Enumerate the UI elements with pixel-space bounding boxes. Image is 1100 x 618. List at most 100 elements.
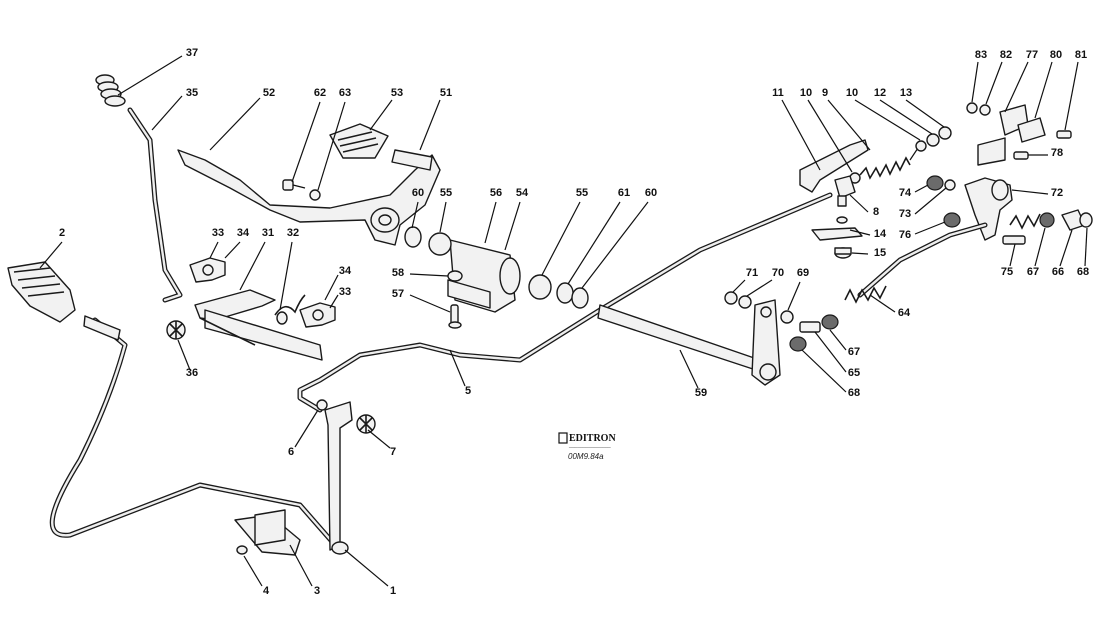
- callout-label: 80: [1050, 49, 1062, 61]
- leader-line: [209, 97, 261, 151]
- callout-60: 60: [411, 187, 424, 229]
- callout-1: 1: [344, 549, 396, 597]
- clip-33b: [299, 302, 336, 328]
- callout-label: 31: [262, 227, 274, 239]
- callout-31: 31: [239, 227, 274, 291]
- callout-64: 64: [869, 294, 911, 319]
- callout-68: 68: [1077, 227, 1089, 278]
- callout-label: 13: [900, 87, 912, 99]
- leader-line: [324, 274, 339, 301]
- leader-line: [1034, 61, 1053, 119]
- rod-64: [844, 213, 1041, 304]
- callout-label: 61: [618, 187, 630, 199]
- callout-label: 52: [263, 87, 275, 99]
- tube-54: [447, 239, 521, 313]
- callout-label: 77: [1026, 49, 1038, 61]
- clip-33a: [189, 257, 226, 283]
- callout-label: 67: [848, 346, 860, 358]
- callout-52: 52: [209, 87, 275, 151]
- leader-line: [243, 555, 263, 587]
- callout-33: 33: [329, 286, 351, 309]
- nut-15: [834, 247, 852, 259]
- leader-line: [787, 281, 801, 311]
- callout-label: 70: [772, 267, 784, 279]
- callout-14: 14: [849, 228, 887, 240]
- callout-label: 76: [899, 229, 911, 241]
- callout-label: 10: [800, 87, 812, 99]
- plates-77-80: [977, 104, 1046, 166]
- callout-label: 63: [339, 87, 351, 99]
- lever-assembly-51: [177, 149, 441, 246]
- callout-57: 57: [392, 288, 451, 313]
- leader-line: [851, 252, 869, 255]
- callout-label: 32: [287, 227, 299, 239]
- callout-label: 66: [1052, 266, 1064, 278]
- callout-51: 51: [419, 87, 452, 151]
- callout-78: 78: [1028, 147, 1063, 159]
- callout-label: 8: [873, 206, 879, 218]
- small-parts-right: [789, 102, 1093, 352]
- callout-label: 34: [339, 265, 352, 277]
- callout-label: 71: [746, 267, 758, 279]
- callout-61: 61: [567, 187, 630, 285]
- leader-line: [369, 99, 393, 131]
- bracket-3: [234, 509, 301, 556]
- callout-label: 15: [874, 247, 886, 259]
- leader-line: [177, 339, 191, 371]
- leader-line: [807, 99, 853, 173]
- callout-34: 34: [224, 227, 250, 259]
- leader-line: [905, 99, 945, 128]
- leader-line: [289, 544, 313, 587]
- leader-line: [914, 187, 947, 215]
- leader-line: [279, 241, 293, 311]
- leader-line: [854, 99, 921, 141]
- callout-label: 57: [392, 288, 404, 300]
- callout-54: 54: [504, 187, 529, 251]
- callout-75: 75: [1001, 243, 1016, 278]
- callout-label: 75: [1001, 266, 1013, 278]
- callout-label: 35: [186, 87, 198, 99]
- callout-label: 54: [516, 187, 529, 199]
- leader-line: [504, 201, 521, 251]
- drawing-code: 00M9.84a: [568, 452, 604, 461]
- callout-label: 68: [1077, 266, 1089, 278]
- leader-line: [367, 429, 391, 449]
- callout-3: 3: [289, 544, 320, 597]
- leader-line: [329, 294, 339, 309]
- washer-7: [356, 414, 376, 434]
- pedal-2: [7, 261, 121, 341]
- callout-13: 13: [900, 87, 945, 128]
- callout-59: 59: [679, 349, 707, 399]
- callout-35: 35: [151, 87, 198, 131]
- callout-2: 2: [39, 227, 65, 269]
- block-8: [834, 175, 856, 207]
- callout-76: 76: [899, 221, 946, 241]
- callout-label: 10: [846, 87, 858, 99]
- leader-line: [781, 99, 821, 171]
- leader-line: [581, 201, 649, 289]
- leader-line: [291, 101, 321, 183]
- leader-line: [985, 61, 1003, 105]
- rod-35: [127, 107, 183, 303]
- leader-line: [827, 99, 871, 151]
- bracket-72: [964, 177, 1013, 241]
- callout-label: 67: [1027, 266, 1039, 278]
- leader-line: [1059, 229, 1073, 267]
- leader-line: [801, 349, 847, 393]
- callout-72: 72: [1011, 187, 1063, 199]
- callout-label: 34: [237, 227, 250, 239]
- leader-line: [1011, 189, 1049, 195]
- callout-label: 69: [797, 267, 809, 279]
- nut-58: [447, 270, 463, 282]
- callout-67: 67: [829, 329, 860, 358]
- callout-label: 64: [898, 307, 911, 319]
- washers-10-12-13: [849, 126, 952, 184]
- leader-line: [409, 273, 449, 277]
- rings-60-61: [404, 226, 589, 309]
- callout-label: 51: [440, 87, 452, 99]
- callout-label: 73: [899, 208, 911, 220]
- callout-label: 12: [874, 87, 886, 99]
- leader-line: [732, 279, 746, 293]
